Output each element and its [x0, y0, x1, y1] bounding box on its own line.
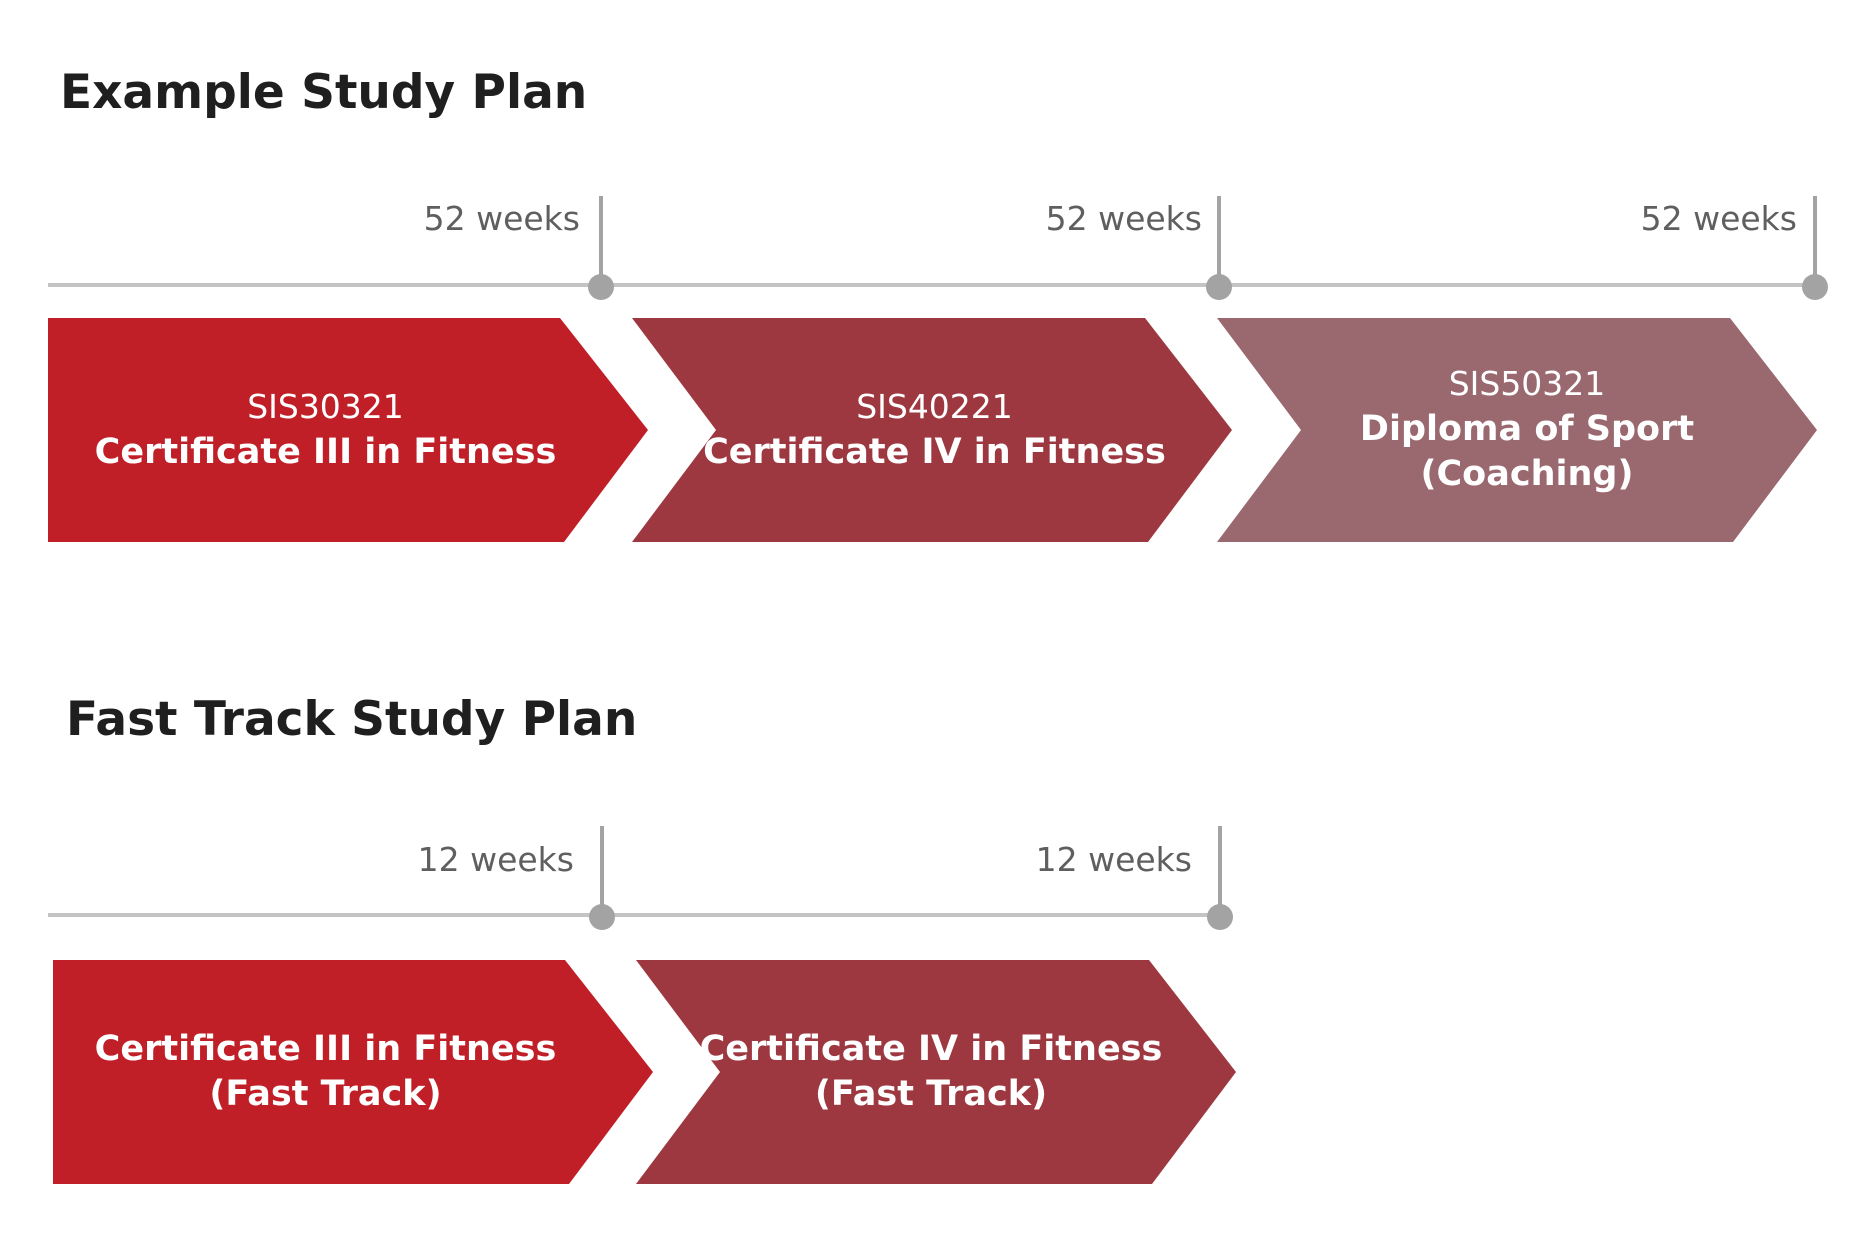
- milestone-tick: [1218, 826, 1222, 918]
- chevron-fill: [1217, 318, 1817, 542]
- milestone-tick: [1217, 196, 1221, 288]
- course-code: SIS50321: [1448, 364, 1606, 404]
- chevron-fill: [632, 318, 1232, 542]
- course-name: Certificate III in Fitness: [94, 1028, 557, 1069]
- chevron-shape: [632, 318, 1232, 542]
- chevron-shape: [636, 960, 1236, 1184]
- course-step-diploma: SIS50321 Diploma of Sport (Coaching): [1217, 318, 1817, 542]
- chevron-shape: [53, 960, 653, 1184]
- course-name-line2: (Coaching): [1420, 454, 1634, 495]
- example-plan-timeline: [48, 283, 1824, 287]
- course-name-line2: (Fast Track): [209, 1074, 442, 1114]
- duration-label: 12 weeks: [417, 840, 574, 879]
- duration-label: 52 weeks: [423, 199, 580, 238]
- milestone-tick: [599, 196, 603, 288]
- milestone-dot: [1207, 904, 1233, 930]
- course-name: Diploma of Sport: [1359, 408, 1695, 449]
- course-code: SIS40221: [856, 386, 1013, 426]
- duration-label: 12 weeks: [1035, 840, 1192, 879]
- milestone-dot: [1802, 274, 1828, 300]
- milestone-dot: [1206, 274, 1232, 300]
- milestone-tick: [1813, 196, 1817, 288]
- course-name: Certificate IV in Fitness: [699, 1028, 1163, 1069]
- course-step-cert-iii: SIS30321 Certificate III in Fitness: [48, 318, 648, 542]
- fast-track-timeline: [48, 913, 1228, 917]
- chevron-fill: [636, 960, 1236, 1184]
- course-step-cert-iv: SIS40221 Certificate IV in Fitness: [632, 318, 1232, 542]
- course-step-cert-iv-fast-track: Certificate IV in Fitness (Fast Track): [636, 960, 1236, 1184]
- course-name: Certificate IV in Fitness: [703, 431, 1166, 472]
- course-code: SIS30321: [247, 386, 404, 426]
- duration-label: 52 weeks: [1640, 199, 1797, 238]
- chevron-fill: [53, 960, 653, 1184]
- chevron-shape: [1217, 318, 1817, 542]
- duration-label: 52 weeks: [1045, 199, 1202, 238]
- example-plan-title: Example Study Plan: [60, 65, 588, 120]
- chevron-shape: [48, 318, 648, 542]
- course-step-cert-iii-fast-track: Certificate III in Fitness (Fast Track): [53, 960, 653, 1184]
- fast-track-plan-title: Fast Track Study Plan: [66, 692, 638, 747]
- milestone-dot: [588, 274, 614, 300]
- milestone-tick: [600, 826, 604, 918]
- course-name-line2: (Fast Track): [814, 1074, 1048, 1114]
- course-name: Certificate III in Fitness: [94, 431, 557, 472]
- chevron-fill: [48, 318, 648, 542]
- milestone-dot: [589, 904, 615, 930]
